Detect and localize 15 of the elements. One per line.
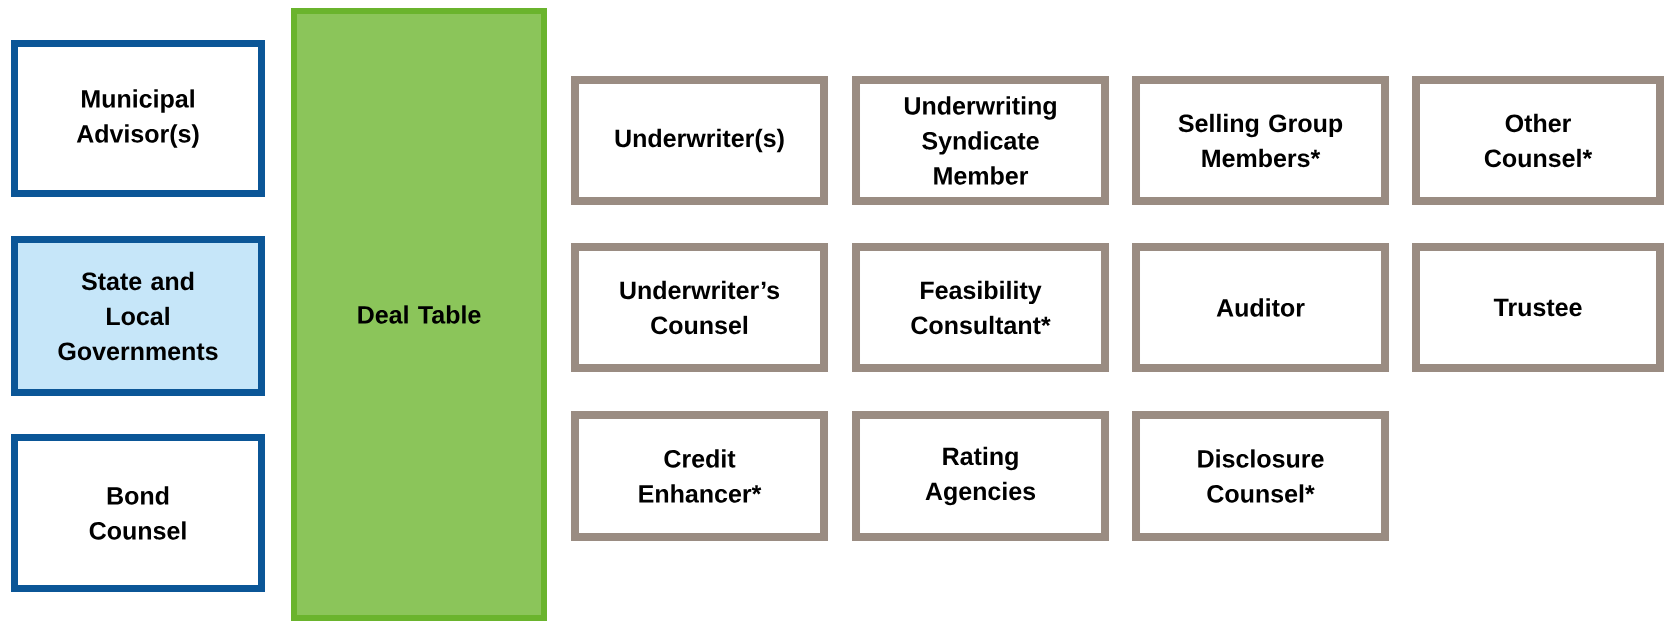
participant-box: Auditor xyxy=(1132,243,1389,372)
role-box: Bond Counsel xyxy=(11,434,265,592)
role-box: Municipal Advisor(s) xyxy=(11,40,265,197)
participant-box: Underwriting Syndicate Member xyxy=(852,76,1109,205)
participant-box: Rating Agencies xyxy=(852,411,1109,541)
participant-box: Credit Enhancer* xyxy=(571,411,828,541)
participant-box: Selling Group Members* xyxy=(1132,76,1389,205)
participant-box: Underwriter’s Counsel xyxy=(571,243,828,372)
participant-box: Trustee xyxy=(1412,243,1664,372)
participant-box: Disclosure Counsel* xyxy=(1132,411,1389,541)
role-box: State and Local Governments xyxy=(11,236,265,396)
participant-box: Underwriter(s) xyxy=(571,76,828,205)
deal-table-box: Deal Table xyxy=(291,8,547,621)
participant-box: Other Counsel* xyxy=(1412,76,1664,205)
participant-box: Feasibility Consultant* xyxy=(852,243,1109,372)
